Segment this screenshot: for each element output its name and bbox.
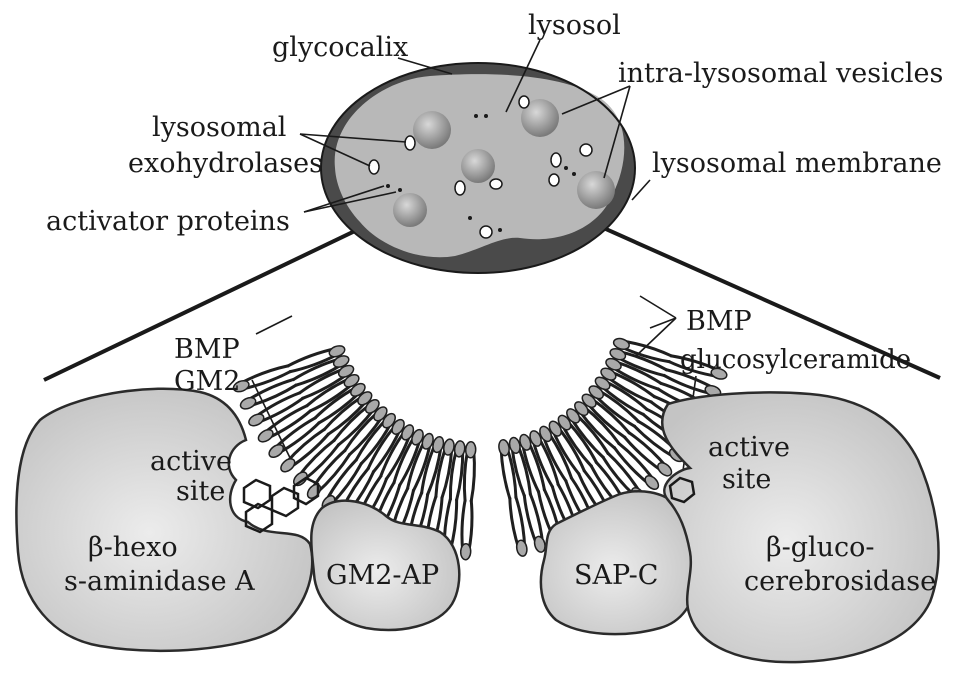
lipid-head <box>515 539 528 556</box>
enzyme-particle <box>490 179 502 189</box>
lipid-head <box>465 442 476 458</box>
vesicle <box>461 149 495 183</box>
label-exohydrolases: exohydrolases <box>128 148 323 179</box>
label-glucosylceramide: glucosylceramide <box>680 345 911 375</box>
lipid-head <box>239 395 258 411</box>
activator-dot <box>386 184 390 188</box>
lipid-head <box>278 456 297 474</box>
lipid-head <box>256 427 275 444</box>
lipid-head <box>655 460 674 478</box>
label-intra-lysosomal-vesicles: intra-lysosomal vesicles <box>618 58 943 89</box>
label-hexo-1: β-hexo <box>88 532 178 563</box>
lipid-tail <box>464 450 467 502</box>
label-active-left-1: active <box>150 446 232 477</box>
enzyme-particle <box>580 144 592 156</box>
enzyme-particle <box>551 153 561 167</box>
activator-dot <box>498 228 502 232</box>
glucocerebrosidase-shape <box>662 392 938 662</box>
pointer-membrane <box>632 180 650 200</box>
lipid-head <box>442 438 455 456</box>
enzyme-particle <box>549 174 559 186</box>
activator-dot <box>398 188 402 192</box>
label-active-left-2: site <box>176 476 225 507</box>
activator-dot <box>474 114 478 118</box>
label-active-right-1: active <box>708 432 790 463</box>
activator-dot <box>572 172 576 176</box>
enzyme-particle <box>405 136 415 150</box>
activator-dot <box>564 166 568 170</box>
label-lysosomal: lysosomal <box>152 112 286 143</box>
label-activator-proteins: activator proteins <box>46 206 290 237</box>
pointer-bmp-left <box>256 316 292 334</box>
label-gm2-ap: GM2-AP <box>326 560 439 591</box>
substrate-gm2 <box>244 478 318 532</box>
pointer-bmp-right-a <box>640 296 676 318</box>
label-gluco-1: β-gluco- <box>766 532 875 563</box>
enzyme-particle <box>369 160 379 174</box>
label-hexo-2: s-aminidase A <box>64 566 255 597</box>
lysosome <box>321 63 635 273</box>
label-gm2: GM2 <box>174 366 240 397</box>
vesicle <box>413 111 451 149</box>
pointer-bmp-right-b <box>650 318 676 328</box>
label-glycocalix: glycocalix <box>272 32 408 63</box>
proteins <box>16 389 938 662</box>
label-gluco-2: cerebrosidase <box>744 566 936 597</box>
activator-dot <box>484 114 488 118</box>
enzyme-particle <box>519 96 529 108</box>
hexosaminidase-a-shape <box>16 389 312 651</box>
lipid-head <box>247 412 266 428</box>
label-bmp-right: BMP <box>686 306 752 337</box>
enzyme-particle <box>455 181 465 195</box>
lipid-head <box>460 543 471 559</box>
label-active-right-2: site <box>722 464 771 495</box>
label-sap-c: SAP-C <box>574 560 658 591</box>
lipid-tail <box>524 495 537 545</box>
label-lysosomal-membrane: lysosomal membrane <box>652 148 942 179</box>
vesicle <box>577 171 615 209</box>
lipid-tail <box>469 500 472 552</box>
label-lysosol: lysosol <box>528 10 621 41</box>
vesicle <box>393 193 427 227</box>
lipid-head <box>643 473 661 491</box>
lipid-head <box>498 439 511 456</box>
enzyme-particle <box>480 226 492 238</box>
label-bmp-left: BMP <box>174 334 240 365</box>
activator-dot <box>468 216 472 220</box>
